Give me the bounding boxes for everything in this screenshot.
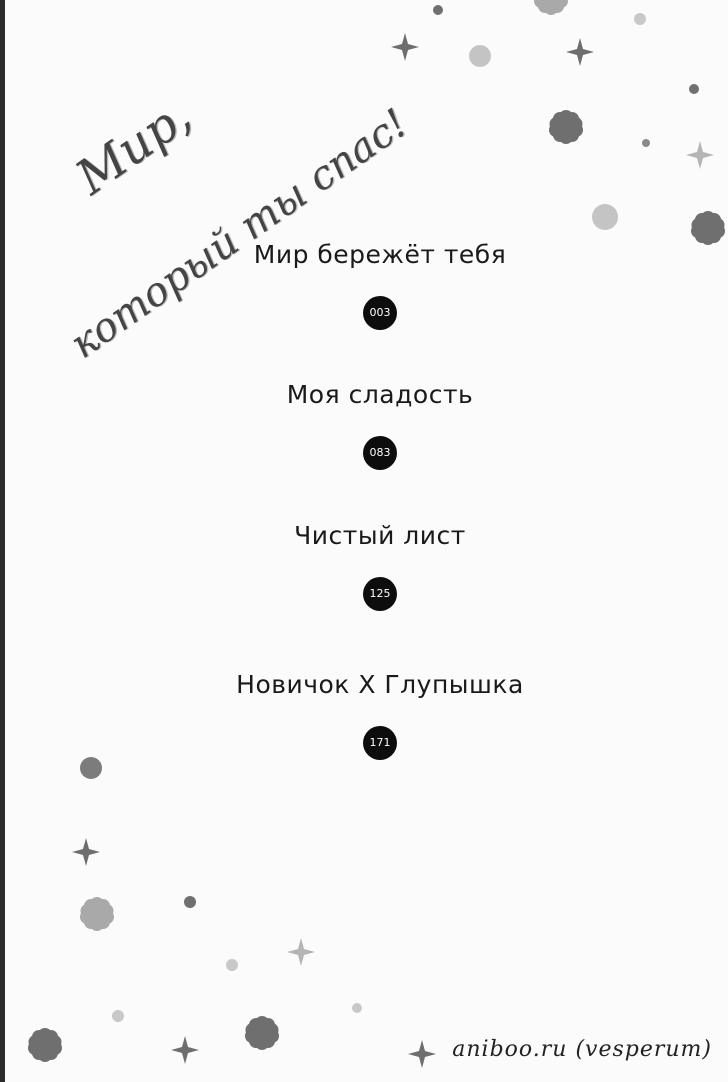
toc-entry: Новичок Х Глупышка 171 <box>0 670 728 760</box>
toc-entry: Чистый лист 125 <box>0 521 728 611</box>
toc-entry-title: Мир бережёт тебя <box>253 240 507 269</box>
page-edge <box>0 0 5 1082</box>
toc-entry: Моя сладость 083 <box>0 380 728 470</box>
page-number-badge: 003 <box>363 296 397 330</box>
page-number-badge: 083 <box>363 436 397 470</box>
credit-watermark: aniboo.ru (vesperum) <box>452 1037 712 1062</box>
dot-icon <box>80 5 699 1022</box>
page-number-badge: 125 <box>363 577 397 611</box>
toc-entry: Мир бережёт тебя 003 <box>0 240 728 330</box>
toc-entry-title: Новичок Х Глупышка <box>236 670 524 699</box>
toc-entry-title: Чистый лист <box>294 521 466 550</box>
toc-entry-title: Моя сладость <box>286 380 474 409</box>
page-number-badge: 171 <box>363 726 397 760</box>
